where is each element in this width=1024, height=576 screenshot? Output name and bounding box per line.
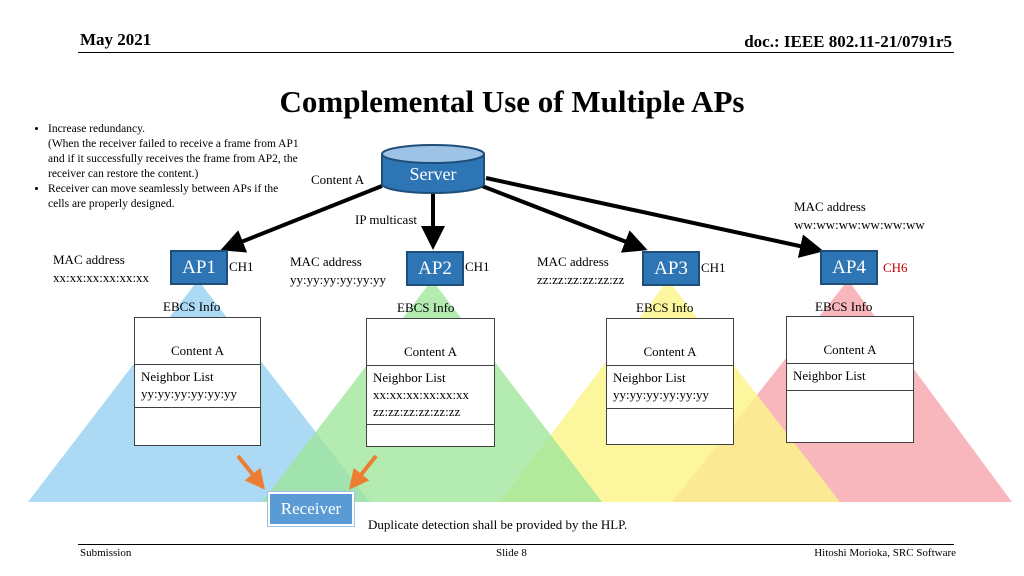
ap3-mac-address: zz:zz:zz:zz:zz:zz [537,272,625,287]
bullet-text: Increase redundancy. [48,123,145,135]
ap4-ebcs-panel: Content A Neighbor List [786,316,914,443]
ap1-ebcs-label: EBCS Info [163,299,221,314]
ap1-content-row: Content A [135,318,260,365]
ap2-ebcs-label: EBCS Info [397,300,455,315]
bullet-text: Receiver can move seamlessly between APs… [48,183,279,210]
ap1-ebcs-panel: Content A Neighbor List yy:yy:yy:yy:yy:y… [134,317,261,446]
duplicate-detection-note: Duplicate detection shall be provided by… [368,517,628,532]
ip-multicast-label: IP multicast [355,212,417,227]
bullet-item: Receiver can move seamlessly between APs… [48,182,300,212]
neighbor-list-title: Neighbor List [141,369,214,384]
slide-title: Complemental Use of Multiple APs [279,84,745,119]
ap1-channel: CH1 [229,259,254,274]
header-date: May 2021 [80,30,152,49]
link-server-ap4 [485,176,824,258]
ap1-node: AP1 [170,250,228,285]
ap3-ebcs-label: EBCS Info [636,300,694,315]
ap2-mac-address: yy:yy:yy:yy:yy:yy [290,272,387,287]
ap3-mac-title: MAC address [537,254,609,269]
neighbor-list-title: Neighbor List [793,368,866,383]
footer-slide-number: Slide 8 [496,547,527,559]
ap4-mac-title: MAC address [794,199,866,214]
ap3-neighbor-list: Neighbor List yy:yy:yy:yy:yy:yy [607,366,733,409]
ap4-channel: CH6 [883,260,908,275]
server-cylinder [381,144,485,194]
ap1-mac-address: xx:xx:xx:xx:xx:xx [53,270,150,285]
link-server-ap1 [220,184,383,253]
ap4-node: AP4 [820,250,878,285]
ap2-channel: CH1 [465,259,490,274]
ap2-neighbor-list: Neighbor List xx:xx:xx:xx:xx:xx zz:zz:zz… [367,366,494,425]
neighbor-entry: zz:zz:zz:zz:zz:zz [373,404,461,419]
ap4-ebcs-label: EBCS Info [815,299,873,314]
ap3-node: AP3 [642,251,700,286]
receiver-node: Receiver [268,492,354,526]
ap3-content-row: Content A [607,319,733,366]
ap4-content-row: Content A [787,317,913,364]
link-server-ap3 [481,184,648,253]
receive-arrow-right [349,454,378,490]
ap1-mac-title: MAC address [53,252,125,267]
ap4-neighbor-list: Neighbor List [787,364,913,391]
bullet-detail: (When the receiver failed to receive a f… [48,138,299,180]
footer-rule [78,544,954,545]
neighbor-list-title: Neighbor List [613,370,686,385]
neighbor-entry: yy:yy:yy:yy:yy:yy [141,386,238,401]
neighbor-entry: xx:xx:xx:xx:xx:xx [373,387,470,402]
ap2-ebcs-panel: Content A Neighbor List xx:xx:xx:xx:xx:x… [366,318,495,447]
ap3-ebcs-panel: Content A Neighbor List yy:yy:yy:yy:yy:y… [606,318,734,445]
server-label: Server [409,164,457,184]
ap4-mac-address: ww:ww:ww:ww:ww:ww [794,217,925,232]
neighbor-entry: yy:yy:yy:yy:yy:yy [613,387,710,402]
header-doc-id: doc.: IEEE 802.11-21/0791r5 [744,32,952,51]
footer-author: Hitoshi Morioka, SRC Software [814,547,956,559]
ap3-channel: CH1 [701,260,726,275]
ap1-neighbor-list: Neighbor List yy:yy:yy:yy:yy:yy [135,365,260,408]
ap2-content-row: Content A [367,319,494,366]
bullet-list: Increase redundancy. (When the receiver … [28,122,300,212]
neighbor-list-title: Neighbor List [373,370,446,385]
header-rule [78,52,954,53]
bullet-item: Increase redundancy. (When the receiver … [48,122,300,182]
footer-submission: Submission [80,547,132,559]
receive-arrow-left [236,454,265,490]
ap2-node: AP2 [406,251,464,286]
ap2-mac-title: MAC address [290,254,362,269]
server-content-label: Content A [311,172,365,187]
